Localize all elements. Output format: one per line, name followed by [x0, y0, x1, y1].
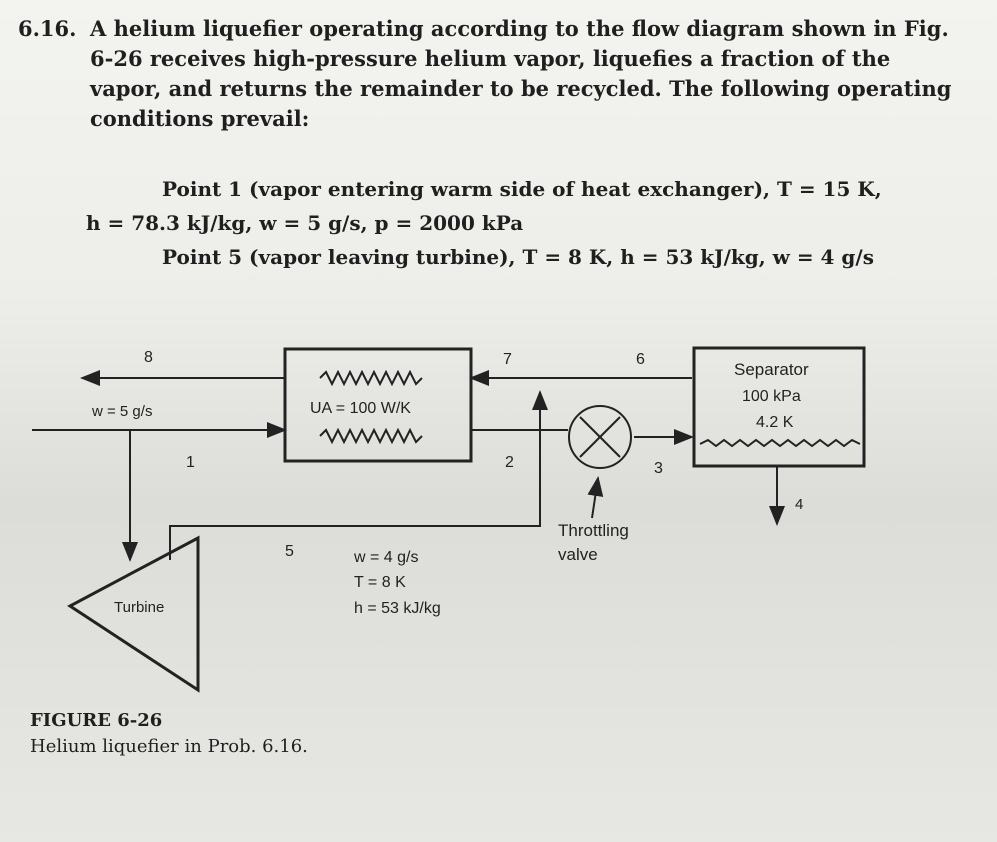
problem-block: 6.16. A helium liquefier operating accor…	[18, 14, 958, 134]
turbine-icon	[67, 535, 200, 693]
hx-ua-label: UA = 100 W/K	[310, 400, 411, 417]
turbine-label: Turbine	[114, 599, 164, 616]
point1-line2: h = 78.3 kJ/kg, w = 5 g/s, p = 2000 kPa	[86, 211, 524, 235]
turbine-out-T: T = 8 K	[354, 574, 406, 591]
liquid-level	[699, 438, 861, 448]
figure-caption: FIGURE 6-26 Helium liquefier in Prob. 6.…	[30, 708, 308, 760]
heat-exchanger	[283, 347, 473, 463]
label-4: 4	[795, 496, 803, 513]
point5-line: Point 5 (vapor leaving turbine), T = 8 K…	[162, 245, 874, 269]
separator-pressure: 100 kPa	[742, 388, 801, 405]
separator-temp: 4.2 K	[756, 414, 794, 431]
label-w-inlet: w = 5 g/s	[91, 403, 152, 420]
label-1: 1	[186, 454, 195, 471]
separator-vessel	[692, 346, 866, 468]
label-5: 5	[285, 543, 294, 560]
label-2: 2	[505, 454, 514, 471]
label-3: 3	[654, 460, 663, 477]
label-6: 6	[636, 351, 645, 368]
throttle-label-2: valve	[558, 545, 598, 564]
problem-number: 6.16.	[18, 16, 77, 41]
problem-statement: A helium liquefier operating according t…	[90, 16, 952, 131]
separator-name: Separator	[734, 360, 809, 379]
valve-pointer	[587, 476, 604, 519]
figure-title: Helium liquefier in Prob. 6.16.	[30, 736, 308, 757]
throttling-valve-icon	[568, 405, 632, 469]
label-7: 7	[503, 351, 512, 368]
turbine-outlet-line	[169, 390, 548, 560]
figure-number: FIGURE 6-26	[30, 710, 163, 731]
turbine-out-h: h = 53 kJ/kg	[354, 600, 441, 617]
turbine-out-w: w = 4 g/s	[353, 549, 418, 566]
label-8: 8	[144, 349, 153, 366]
operating-conditions: Point 1 (vapor entering warm side of hea…	[86, 172, 936, 274]
point1-line1: Point 1 (vapor entering warm side of hea…	[162, 177, 882, 201]
hx-coil-bottom	[319, 427, 423, 445]
throttle-label-1: Throttling	[558, 521, 629, 540]
hx-coil-top	[319, 369, 423, 387]
